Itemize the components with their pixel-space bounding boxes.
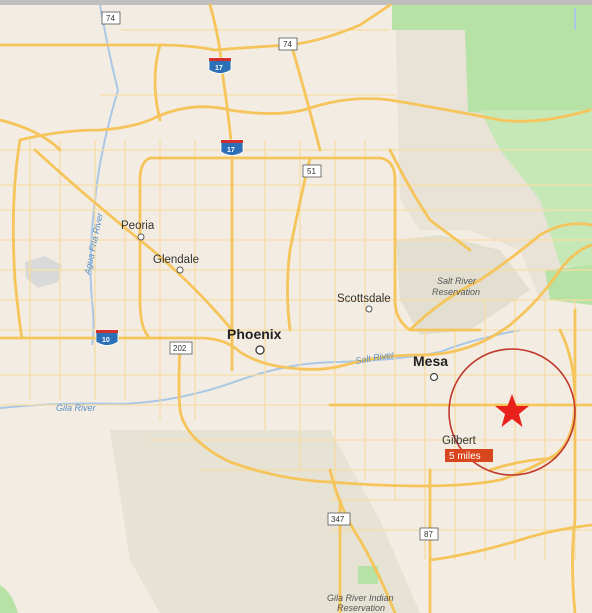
- star-icon[interactable]: [495, 394, 529, 427]
- southeast-road: [428, 523, 592, 562]
- route-shield-us74-north: 74: [101, 11, 121, 25]
- route-shield-us74-east: 74: [278, 37, 298, 51]
- scottsdale-dot: [365, 305, 373, 313]
- gila-river-reservation-area: [110, 430, 420, 613]
- peoria-dot: [137, 233, 145, 241]
- park-southwest: [0, 585, 18, 613]
- interstate-shield-i10: 10: [95, 329, 119, 346]
- scale-label: 5 miles: [445, 449, 493, 462]
- interstate-shield-i17-north: 17: [208, 57, 232, 74]
- route-shield-sr87: 87: [419, 527, 439, 541]
- mesa-dot: [429, 372, 439, 382]
- interstate-shield-i17-south: 17: [220, 139, 244, 156]
- cave-creek-road: [288, 38, 322, 152]
- route-shield-sr202: 202: [169, 341, 193, 355]
- city-label-gilbert: Gilbert: [442, 435, 477, 447]
- svg-text:87: 87: [424, 530, 433, 539]
- water-label-gila-river: Gila River: [56, 403, 97, 413]
- route-shield-sr51: 51: [302, 164, 322, 178]
- reservation-label-salt-river-2: Reservation: [432, 287, 480, 297]
- svg-text:347: 347: [331, 515, 345, 524]
- svg-text:51: 51: [307, 167, 316, 176]
- reservation-label-salt-river-1: Salt River: [437, 276, 477, 286]
- phoenix-dot: [255, 345, 265, 355]
- city-label-peoria: Peoria: [121, 220, 155, 232]
- top-edge: [0, 0, 592, 5]
- loop202-south-road: [177, 328, 577, 488]
- park-east: [545, 265, 592, 305]
- lake-pleasant-road: [153, 43, 162, 122]
- svg-text:74: 74: [283, 40, 292, 49]
- loop101-north-east: [148, 156, 482, 332]
- city-label-glendale: Glendale: [153, 254, 199, 266]
- salt-river-reservation-area: [396, 235, 530, 335]
- beeline-road: [408, 222, 592, 332]
- svg-text:17: 17: [215, 65, 223, 72]
- glendale-dot: [176, 266, 184, 274]
- outer-north-road: [18, 97, 592, 142]
- scale-label-text: 5 miles: [449, 451, 481, 462]
- us74-road: [0, 3, 392, 52]
- city-label-mesa: Mesa: [413, 353, 448, 369]
- i10-south-road: [328, 468, 397, 613]
- loop303-road: [11, 138, 24, 340]
- park-south: [358, 566, 378, 584]
- nw-diag-road: [0, 118, 62, 152]
- city-label-phoenix: Phoenix: [227, 326, 282, 342]
- route-shield-sr347: 347: [327, 512, 351, 526]
- east-road: [571, 308, 577, 613]
- svg-text:10: 10: [102, 337, 110, 344]
- santan-road: [488, 456, 557, 472]
- five-mile-radius-circle: [448, 348, 576, 476]
- svg-text:202: 202: [173, 344, 187, 353]
- shea-road: [388, 148, 472, 252]
- reservation-label-gila-river-2: Reservation: [337, 603, 385, 613]
- sr51-road: [286, 156, 312, 332]
- svg-text:17: 17: [227, 147, 235, 154]
- tonto-forest-park: [392, 5, 592, 120]
- reservation-label-gila-river-1: Gila River Indian: [327, 593, 394, 603]
- salt-gila-river-line: [0, 329, 521, 409]
- airfield-area: [25, 256, 62, 288]
- i10-road: [0, 243, 592, 371]
- city-label-scottsdale: Scottsdale: [337, 293, 391, 305]
- svg-text:74: 74: [106, 14, 115, 23]
